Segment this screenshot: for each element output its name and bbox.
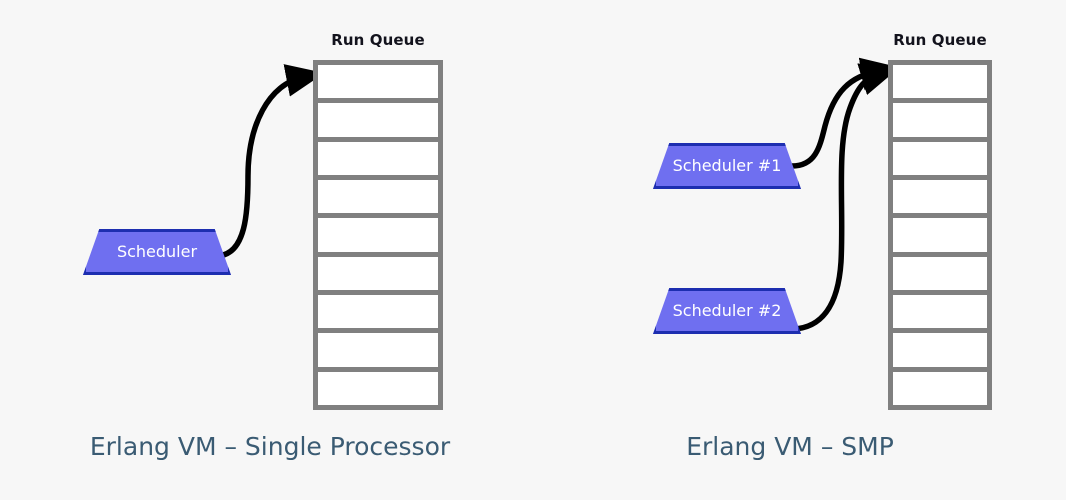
queue-cell [318, 333, 438, 367]
queue-label-right: Run Queue [893, 31, 987, 49]
queue-cell [893, 103, 987, 137]
queue-cell [893, 294, 987, 329]
arrow-scheduler-to-queue [215, 64, 325, 259]
caption-single-processor: Erlang VM – Single Processor [89, 432, 451, 461]
queue-cell [318, 256, 438, 290]
scheduler-node-label: Scheduler #1 [672, 156, 782, 175]
arrow-scheduler1-to-queue [789, 57, 900, 169]
queue-cell [318, 218, 438, 252]
queue-cell [318, 179, 438, 214]
scheduler-node-single[interactable]: Scheduler [83, 229, 231, 275]
queue-cell [893, 179, 987, 214]
scheduler-node-label: Scheduler #2 [672, 301, 782, 320]
queue-cell [893, 218, 987, 252]
queue-label-left: Run Queue [331, 31, 425, 49]
scheduler-node-1[interactable]: Scheduler #1 [653, 143, 801, 189]
queue-cell [318, 65, 438, 99]
arrow-scheduler2-to-queue [790, 63, 899, 332]
run-queue-left [313, 60, 443, 410]
queue-cell [318, 141, 438, 175]
run-queue-right [888, 60, 992, 410]
queue-cell [318, 371, 438, 405]
scheduler-node-2[interactable]: Scheduler #2 [653, 288, 801, 334]
queue-cell [318, 294, 438, 329]
queue-cell [893, 141, 987, 175]
scheduler-node-label: Scheduler [116, 242, 198, 261]
queue-cell [893, 333, 987, 367]
queue-cell [893, 256, 987, 290]
queue-cell [893, 65, 987, 99]
queue-cell [318, 103, 438, 137]
queue-cell [893, 371, 987, 405]
caption-smp: Erlang VM – SMP [686, 432, 894, 461]
